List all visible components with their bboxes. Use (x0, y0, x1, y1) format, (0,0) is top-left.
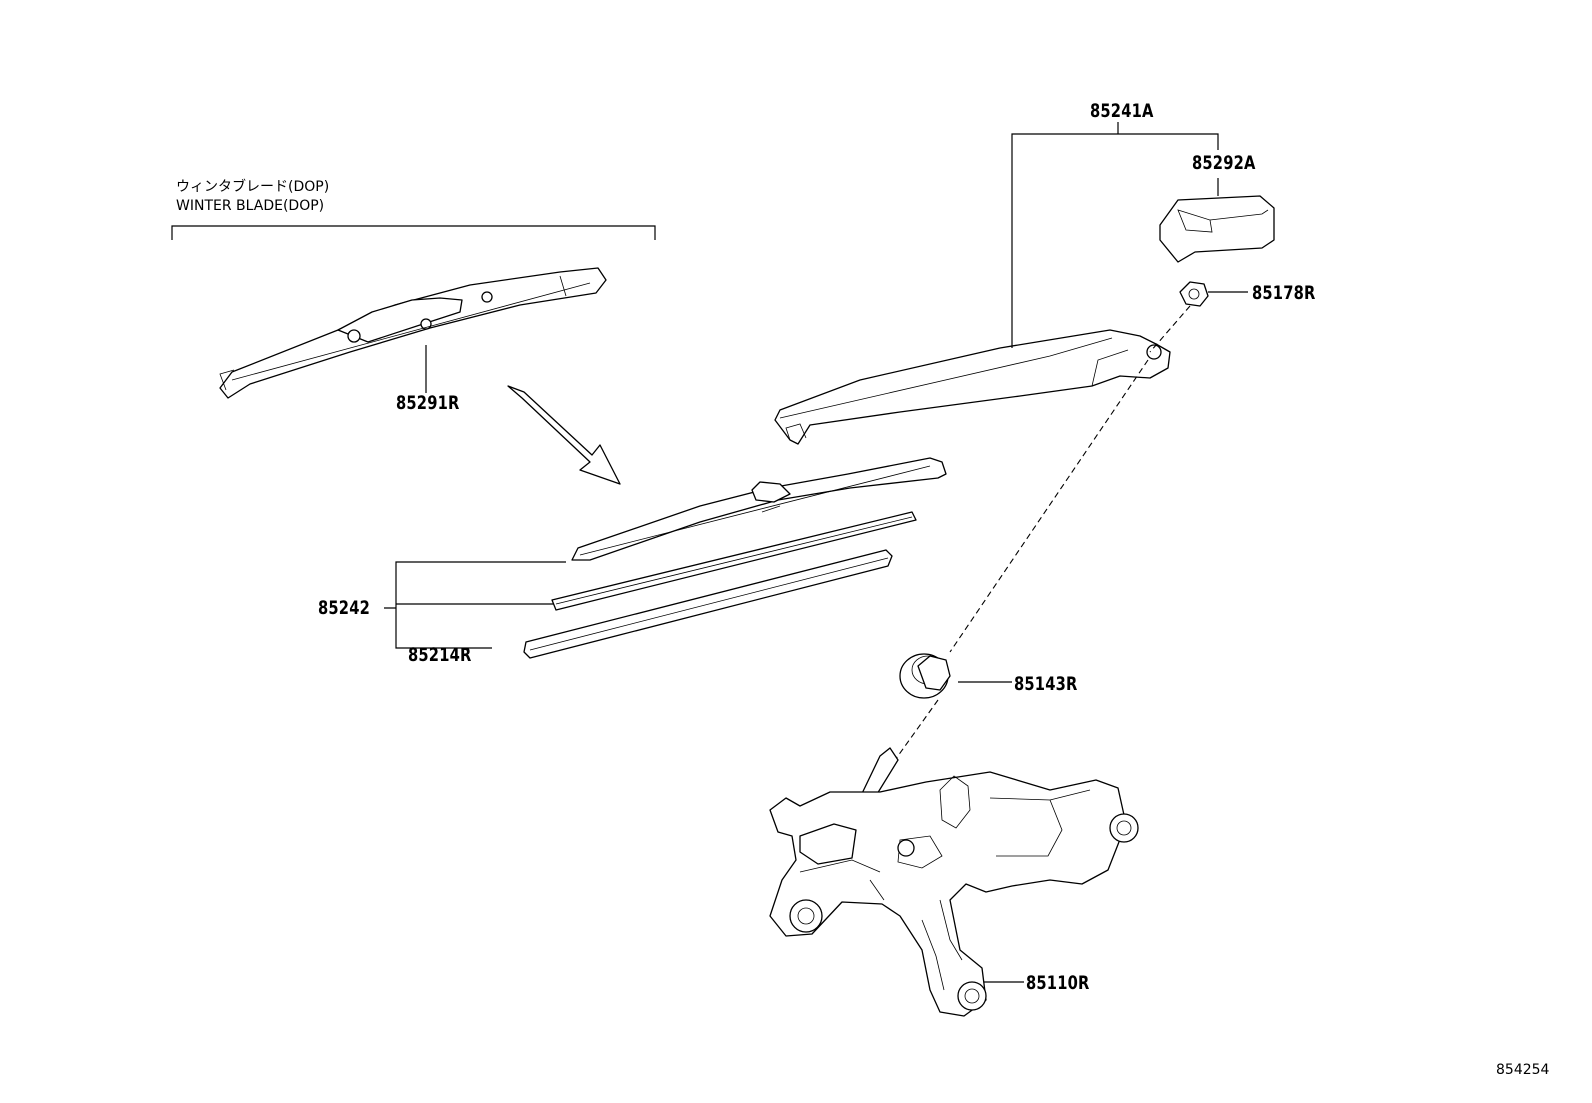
wiper-motor-85110r (769, 747, 1139, 1017)
wiper-arm-85242 (551, 457, 947, 611)
bracket-85242 (384, 561, 566, 649)
label-85143r: 85143R (1014, 673, 1078, 695)
blade-rubber-85214r (523, 549, 893, 659)
wiper-arm-85241a (774, 329, 1171, 445)
label-85291r: 85291R (396, 392, 460, 414)
winter-blade-note-jp: ウィンタブレード(DOP) (176, 179, 330, 195)
figure-reference: 854254 (1496, 1062, 1550, 1078)
label-85292a: 85292A (1192, 152, 1256, 174)
grommet-85143r (899, 653, 951, 699)
winter-blade-note-en: WINTER BLADE(DOP) (176, 198, 325, 214)
label-85214r: 85214R (408, 644, 472, 666)
label-85241a: 85241A (1090, 100, 1154, 122)
winter-blade-85291r (219, 267, 607, 399)
winter-blade-bracket (171, 225, 656, 240)
label-85242: 85242 (318, 597, 371, 619)
label-85110r: 85110R (1026, 972, 1090, 994)
cap-85292a (1159, 195, 1275, 263)
nut-85178r (1179, 281, 1209, 307)
assembly-axis (894, 305, 1191, 761)
label-85178r: 85178R (1252, 282, 1316, 304)
direction-arrow (507, 385, 621, 485)
